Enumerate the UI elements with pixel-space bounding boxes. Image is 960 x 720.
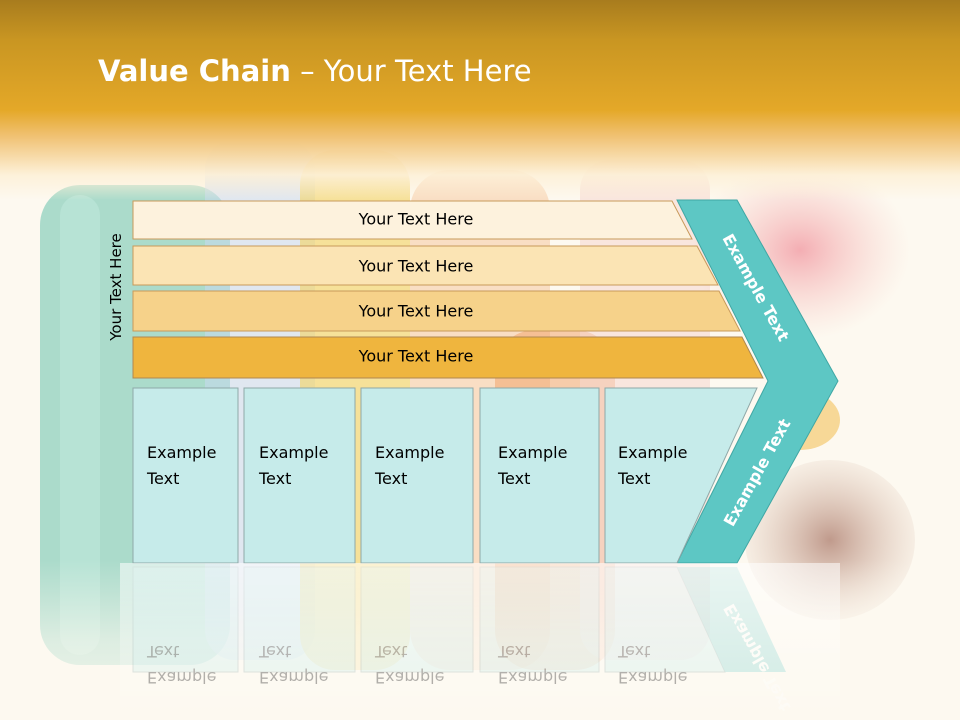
row-3-label: Your Text Here: [358, 302, 474, 321]
box-3-line1: Example: [375, 443, 444, 462]
title-bold: Value Chain: [98, 54, 291, 88]
box-5-line1: Example: [618, 443, 687, 462]
box-3: Example Text: [360, 387, 474, 564]
box-3-shape: [360, 387, 474, 564]
box-4-line1: Example: [498, 443, 567, 462]
row-1-label: Your Text Here: [358, 210, 474, 229]
row-4-shape: [132, 336, 764, 379]
box-1-line2: Text: [146, 469, 179, 488]
box-4-shape: [479, 387, 600, 564]
row-4-label: Your Text Here: [358, 347, 474, 366]
box-5-line2: Text: [617, 469, 650, 488]
side-label: Your Text Here: [107, 233, 125, 341]
row-1-shape: [132, 200, 693, 240]
slide-title: Value Chain – Your Text Here: [98, 54, 532, 88]
box-2-line2: Text: [258, 469, 291, 488]
row-1: Your Text Here: [132, 200, 693, 240]
header-band: [0, 0, 960, 200]
box-2: Example Text: [243, 387, 356, 564]
box-1-shape: [132, 387, 239, 564]
box-2-line1: Example: [259, 443, 328, 462]
row-3-shape: [132, 290, 741, 332]
box-1-line1: Example: [147, 443, 216, 462]
row-2: Your Text Here: [132, 245, 719, 286]
reflection-fade: [120, 563, 840, 720]
row-3: Your Text Here: [132, 290, 741, 332]
row-2-shape: [132, 245, 719, 286]
box-4: Example Text: [479, 387, 600, 564]
title-rest: – Your Text Here: [290, 54, 532, 88]
row-2-label: Your Text Here: [358, 257, 474, 276]
row-4: Your Text Here: [132, 336, 764, 379]
box-5: Example Text: [604, 387, 758, 564]
box-1: Example Text: [132, 387, 239, 564]
box-4-line2: Text: [497, 469, 530, 488]
box-3-line2: Text: [374, 469, 407, 488]
box-2-shape: [243, 387, 356, 564]
